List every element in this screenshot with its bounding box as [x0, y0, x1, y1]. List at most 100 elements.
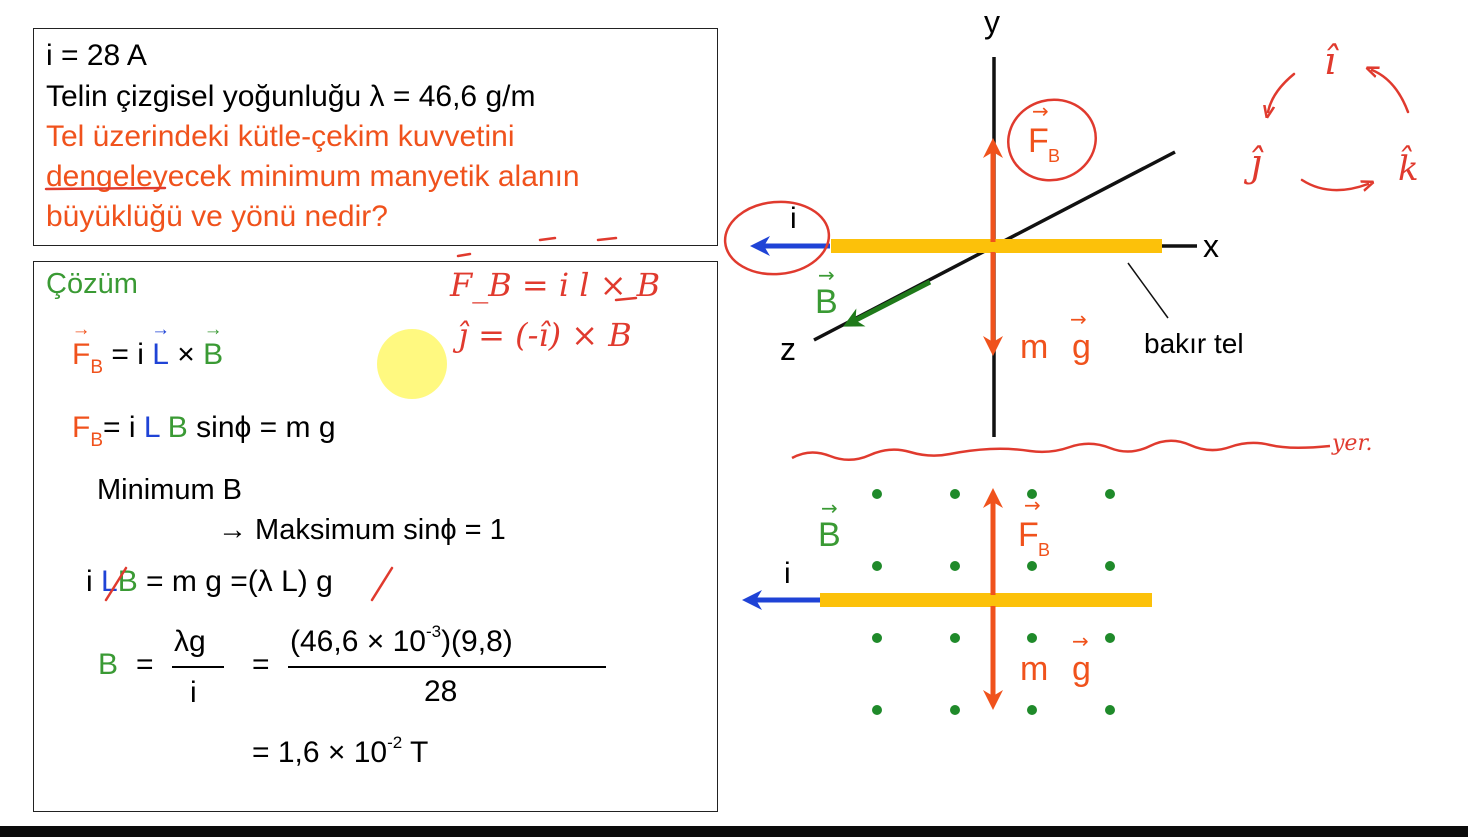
- cycle-i-label: î: [1324, 39, 1339, 83]
- handwritten-unit-relation: ĵ = (-î) × B: [452, 316, 632, 354]
- eq4-denominator: i: [190, 676, 197, 709]
- solution-box: [33, 261, 718, 812]
- field-label-top: B: [815, 283, 838, 321]
- field-dot: [1027, 705, 1037, 715]
- bar-fb: [456, 252, 472, 258]
- circle-force-annotation: [1007, 98, 1097, 182]
- eq4-big-numerator: (46,6 × 10-3)(9,8): [290, 623, 513, 657]
- eq4-numerator: λg: [174, 625, 206, 658]
- weight-vector-mark-bottom: →: [1072, 629, 1089, 653]
- eq4-b: B: [98, 648, 119, 681]
- bar-b1: [596, 236, 618, 242]
- weight-g-top: g: [1072, 328, 1091, 366]
- field-label-bottom: B: [818, 516, 841, 554]
- field-dot: [1105, 489, 1115, 499]
- bottom-bar: [0, 826, 1468, 837]
- cycle-j-label: ĵ: [1243, 141, 1264, 185]
- eq3-current: i: [86, 565, 101, 598]
- field-vector-mark-bottom: →: [821, 496, 838, 520]
- field-dot: [950, 561, 960, 571]
- field-symbol: B: [203, 340, 223, 370]
- result-line: = 1,6 × 10-2 T: [252, 734, 428, 768]
- field-dot: [1105, 561, 1115, 571]
- minimum-b-text: Minimum B: [97, 474, 243, 506]
- strike-l-right: [370, 566, 394, 602]
- equation-lorentz-force: FB = i L × B: [72, 338, 223, 378]
- cycle-k-label: k̂: [1398, 146, 1419, 189]
- cycle-arrow-left: [1268, 72, 1296, 112]
- force-vector-mark-bottom: →: [1024, 493, 1041, 517]
- force-symbol: F: [72, 340, 90, 370]
- problem-density: Telin çizgisel yoğunluğu λ = 46,6 g/m: [46, 80, 536, 113]
- eq4-big-numerator-end: )(9,8): [441, 625, 513, 658]
- result-unit: T: [402, 736, 429, 769]
- force-subscript: B: [90, 357, 104, 378]
- eq2-field: B: [167, 411, 188, 444]
- field-dot: [1027, 633, 1037, 643]
- field-dot: [872, 633, 882, 643]
- cycle-arrow-right: [1372, 70, 1410, 114]
- field-arrow-top: [843, 279, 932, 327]
- circle-current-annotation: [723, 200, 831, 276]
- max-sin-text: → Maksimum sinϕ = 1: [218, 514, 506, 546]
- fraction-bar-big: [288, 666, 606, 668]
- eq1-equals: = i: [103, 338, 153, 371]
- equation-balance: i LB = m g =(λ L) g: [86, 567, 333, 597]
- eq4-big-denominator: 28: [424, 675, 458, 708]
- force-subscript-bottom: B: [1038, 540, 1050, 560]
- handwritten-cross-product: F_B = i l × B: [449, 266, 660, 304]
- eq4-equals-2: =: [252, 648, 270, 681]
- weight-g-bottom: g: [1072, 650, 1091, 688]
- eq2-force: F: [72, 411, 91, 444]
- weight-m-bottom: m: [1020, 650, 1048, 688]
- pointer-highlight: [377, 329, 447, 399]
- problem-question-line1: Tel üzerindeki kütle-çekim kuvvetini: [46, 120, 515, 153]
- eq2-force-subscript: B: [90, 430, 104, 451]
- field-dots: [872, 489, 1115, 715]
- current-label-bottom: i: [784, 557, 791, 590]
- field-dot: [1105, 705, 1115, 715]
- field-vector-mark-top: →: [818, 263, 835, 287]
- eq4-equals: =: [136, 648, 154, 681]
- field-dot: [872, 561, 882, 571]
- result-exponent: -2: [387, 733, 403, 752]
- field-dot: [950, 633, 960, 643]
- y-axis-label: y: [984, 4, 1000, 40]
- eq2-length: L: [143, 411, 160, 444]
- underline-dengele: [44, 186, 167, 191]
- equation-magnitude: FB= i L B sinϕ = m g: [72, 411, 336, 451]
- weight-vector-mark-top: →: [1070, 307, 1087, 331]
- eq3-rest: = m g =(λ L) g: [137, 565, 333, 598]
- eq2-equals: = i: [103, 411, 144, 444]
- wire-label-leader: [1127, 262, 1169, 319]
- eq2-rest: sinϕ = m g: [187, 411, 336, 444]
- bar-b2: [614, 296, 638, 302]
- eq1-times: ×: [168, 338, 204, 371]
- force-vector-mark-top: →: [1032, 99, 1049, 123]
- handwriting-annotations: [44, 70, 1410, 602]
- field-dot: [950, 489, 960, 499]
- problem-question-line3: büyüklüğü ve yönü nedir?: [46, 200, 388, 233]
- wire-label: bakır tel: [1144, 328, 1244, 359]
- force-label-bottom: F: [1018, 516, 1039, 554]
- fraction-bar-small: [172, 666, 224, 668]
- force-label-top: F: [1028, 122, 1049, 160]
- bar-l: [538, 236, 557, 242]
- field-dot: [1027, 561, 1037, 571]
- eq4-big-numerator-main: (46,6 × 10: [290, 625, 426, 658]
- ground-label: yer.: [1331, 431, 1373, 456]
- x-axis-label: x: [1203, 228, 1219, 264]
- problem-box: [33, 28, 718, 246]
- z-axis-label: z: [780, 331, 796, 367]
- field-dot: [1105, 633, 1115, 643]
- problem-current: i = 28 A: [46, 39, 147, 72]
- weight-m-top: m: [1020, 328, 1048, 366]
- ground-line: [791, 439, 1331, 461]
- strike-l-left: [104, 566, 128, 602]
- length-symbol: L: [152, 340, 169, 370]
- result-value: = 1,6 × 10: [252, 736, 388, 769]
- eq4-exponent: -3: [425, 622, 442, 641]
- problem-question-line2: dengeleyecek minimum manyetik alanın: [46, 160, 580, 193]
- force-subscript-top: B: [1048, 146, 1060, 166]
